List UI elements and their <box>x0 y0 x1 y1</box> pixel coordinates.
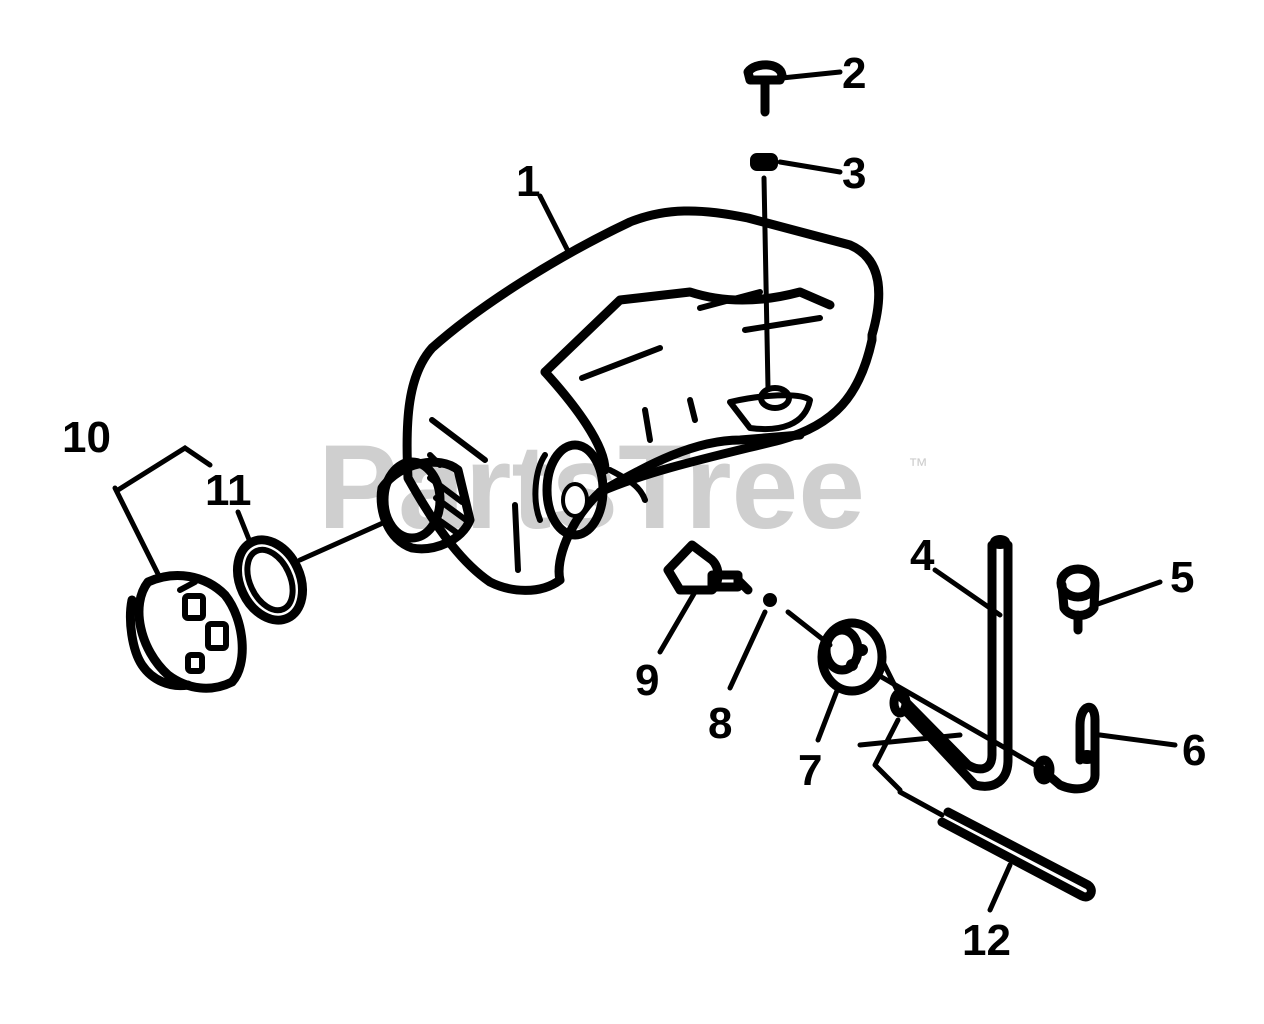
callout-12: 12 <box>962 916 1011 965</box>
leader-8-axis <box>785 609 833 648</box>
callout-4: 4 <box>910 531 935 580</box>
callout-6: 6 <box>1182 726 1206 775</box>
fitting-part[interactable] <box>663 540 753 595</box>
breather-tube-part[interactable] <box>897 789 1096 902</box>
watermark-trademark: ™ <box>908 455 928 477</box>
grommet-part[interactable] <box>817 618 1043 771</box>
leader-3 <box>777 159 843 175</box>
callout-11: 11 <box>205 466 252 515</box>
leader-10 <box>112 485 163 581</box>
leader-11-axis <box>297 519 388 563</box>
callout-3: 3 <box>842 149 866 198</box>
leader-4 <box>932 567 1003 618</box>
leader-7-12 <box>872 717 903 793</box>
pin-part[interactable] <box>763 593 777 607</box>
leader-lines <box>112 69 1178 913</box>
leader-8 <box>727 609 768 691</box>
callout-9: 9 <box>635 656 659 705</box>
leader-6 <box>1097 732 1178 748</box>
fuel-filter-part[interactable] <box>1056 564 1100 635</box>
fuel-cap-part[interactable] <box>125 571 247 693</box>
leader-7 <box>815 685 841 743</box>
callout-1: 1 <box>516 157 540 206</box>
leader-1 <box>537 193 573 258</box>
callout-7: 7 <box>798 746 822 795</box>
leader-5 <box>1092 579 1163 608</box>
callout-5: 5 <box>1170 553 1194 602</box>
leader-10-bracket <box>115 445 213 493</box>
spacer-part[interactable] <box>750 153 778 171</box>
fuel-tank-part[interactable] <box>376 206 884 595</box>
leader-9 <box>657 589 698 655</box>
leader-12 <box>987 862 1013 913</box>
leader-2 <box>779 69 843 81</box>
leader-11 <box>235 509 253 545</box>
callout-8: 8 <box>708 699 732 748</box>
screw-part[interactable] <box>743 60 787 117</box>
callout-labels: 1 2 3 4 5 6 7 8 9 10 11 12 <box>62 49 1206 965</box>
callout-10: 10 <box>62 413 111 462</box>
return-line-part[interactable] <box>1033 703 1100 794</box>
leader-7-branch <box>857 732 963 748</box>
callout-2: 2 <box>842 49 866 98</box>
leader-3-axis <box>761 175 771 391</box>
